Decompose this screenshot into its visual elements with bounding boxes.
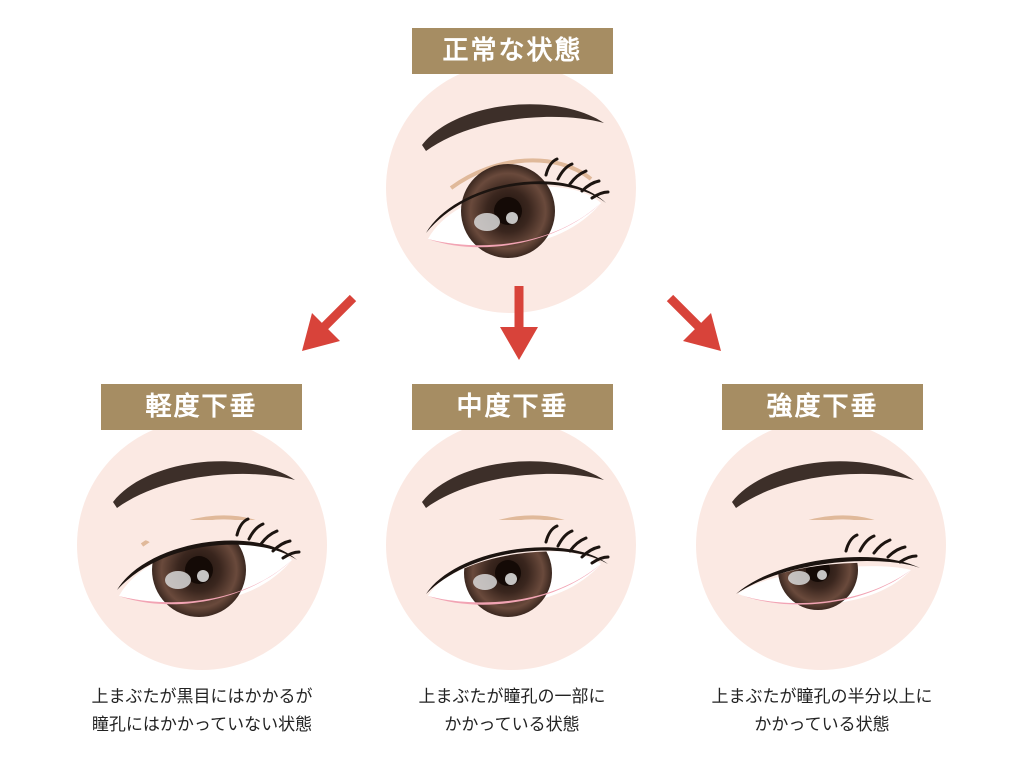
label-severe: 強度下垂	[722, 384, 923, 430]
eye-circle-mild	[77, 420, 327, 670]
caption-moderate-line1: 上まぶたが瞳孔の一部に	[418, 687, 606, 707]
caption-moderate: 上まぶたが瞳孔の一部に かかっている状態	[362, 683, 662, 739]
arrow-right	[666, 294, 721, 351]
eyebrow	[422, 461, 604, 508]
caption-severe: 上まぶたが瞳孔の半分以上に かかっている状態	[672, 683, 972, 739]
caption-moderate-line2: かかっている状態	[444, 715, 580, 735]
label-mild: 軽度下垂	[101, 384, 302, 430]
arrow-left	[302, 294, 357, 351]
upper-lid-cover	[416, 520, 616, 594]
lid-crease	[449, 158, 593, 190]
eye-circle-normal	[386, 63, 636, 313]
eye-circle-moderate	[386, 420, 636, 670]
upper-lid-cover	[726, 520, 926, 594]
caption-mild-line2: 瞳孔にはかかっていない状態	[91, 715, 313, 735]
eye-circle-severe	[696, 420, 946, 670]
lower-lid-pink	[428, 564, 601, 605]
eyebrow	[732, 461, 914, 508]
caption-severe-line1: 上まぶたが瞳孔の半分以上に	[711, 687, 933, 707]
caption-mild-line1: 上まぶたが黒目にはかかるが	[91, 687, 313, 707]
label-moderate: 中度下垂	[412, 384, 613, 430]
label-normal: 正常な状態	[412, 28, 613, 74]
eyelashes	[544, 157, 610, 200]
lower-lid-pink	[119, 560, 292, 605]
lower-lid-pink	[428, 203, 601, 248]
upper-lid-cover	[107, 520, 307, 590]
eyelashes	[844, 533, 918, 564]
caption-mild: 上まぶたが黒目にはかかるが 瞳孔にはかかっていない状態	[52, 683, 352, 739]
upper-lid-line	[736, 556, 920, 594]
arrow-center	[500, 286, 538, 360]
eyelashes	[235, 517, 301, 560]
iris	[461, 164, 555, 258]
eyebrow	[113, 461, 295, 508]
eyelashes	[544, 524, 610, 565]
caption-severe-line2: かかっている状態	[754, 715, 890, 735]
eyebrow	[422, 104, 604, 151]
